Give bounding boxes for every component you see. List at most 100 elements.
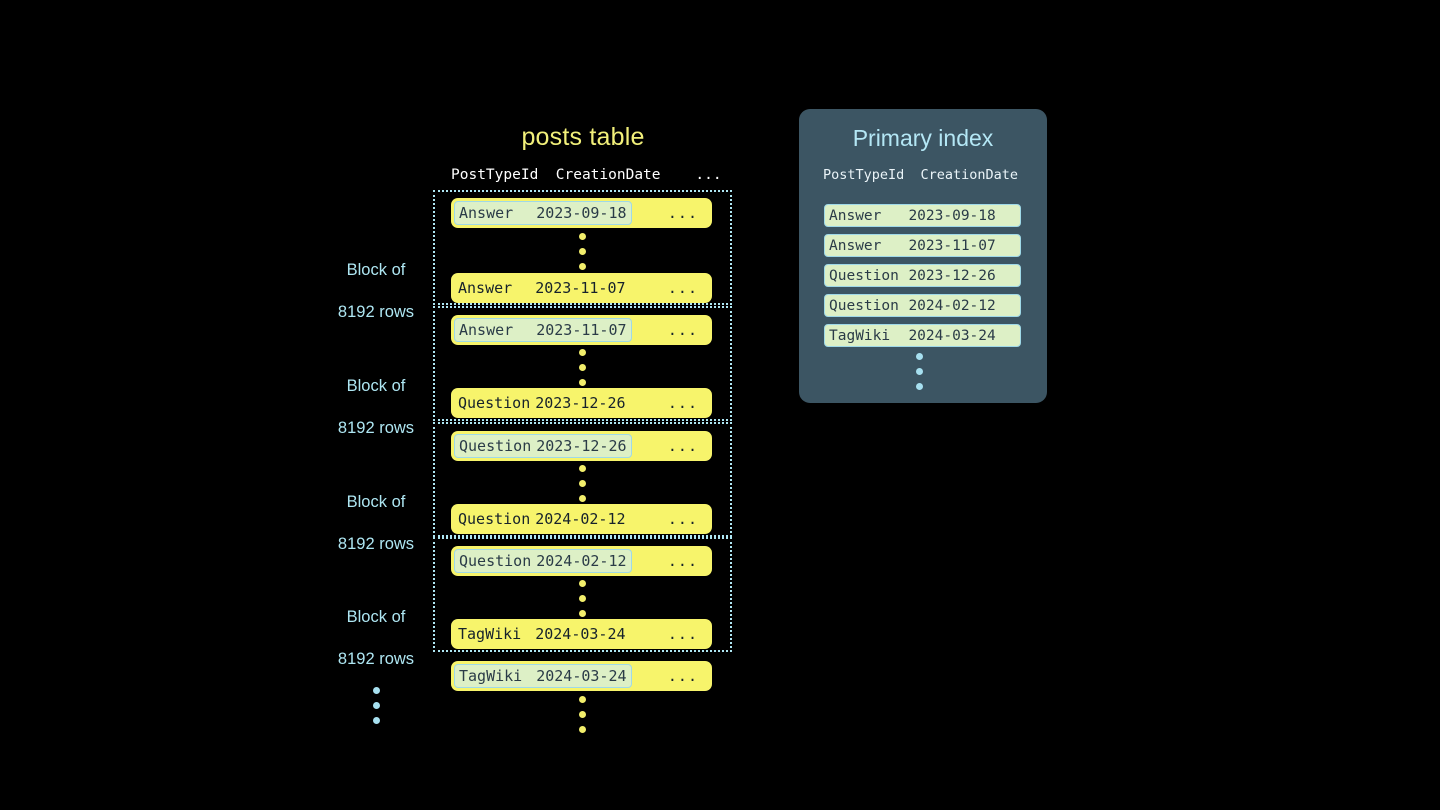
cell-ellipsis: ... [667, 321, 698, 339]
dot [578, 610, 586, 617]
dot [372, 687, 380, 694]
index-entry-row[interactable]: Answer 2023-09-18 [824, 204, 1021, 227]
row-ellipsis-dots [578, 580, 586, 617]
block-label-1: Block of 8192 rows [296, 239, 456, 344]
block-label-2-line1: Block of [346, 377, 406, 395]
table-row[interactable]: Question 2023-12-26 ... [451, 431, 712, 461]
cell-creation-date: 2023-11-07 [908, 237, 996, 254]
row-cells: Question 2023-12-26 [454, 391, 630, 415]
cell-post-type-id: TagWiki [459, 667, 523, 685]
table-row[interactable]: Answer 2023-09-18 ... [451, 198, 712, 228]
block-label-3: Block of 8192 rows [296, 471, 456, 576]
cell-post-type-id: TagWiki [829, 327, 891, 344]
primary-index-panel: Primary index PostTypeId CreationDate An… [799, 109, 1047, 403]
block-label-1-line2: 8192 rows [337, 303, 415, 321]
cell-post-type-id: Answer [459, 321, 514, 339]
block-label-3-line1: Block of [346, 493, 406, 511]
block-label-1-line1: Block of [346, 261, 406, 279]
dot [578, 364, 586, 371]
cell-creation-date: 2024-02-12 [536, 552, 627, 570]
cell-ellipsis: ... [667, 667, 698, 685]
posts-table-column-headers: PostTypeId CreationDate ... [451, 167, 722, 183]
table-continuation-dots [578, 696, 586, 733]
dot [578, 696, 586, 703]
cell-post-type-id: Question [458, 394, 531, 412]
row-highlight-box: Question 2024-02-12 [454, 549, 632, 573]
cell-post-type-id: Question [459, 552, 532, 570]
cell-creation-date: 2023-11-07 [536, 321, 627, 339]
cell-post-type-id: Answer [458, 279, 513, 297]
dot [578, 248, 586, 255]
dot [578, 379, 586, 386]
dot [578, 711, 586, 718]
row-cells: TagWiki 2024-03-24 [454, 622, 630, 646]
index-entry-row[interactable]: Question 2024-02-12 [824, 294, 1021, 317]
dot [578, 480, 586, 487]
row-ellipsis-dots [578, 349, 586, 386]
dot [578, 233, 586, 240]
block-label-2-line2: 8192 rows [337, 419, 415, 437]
block-outline-2 [433, 306, 732, 421]
dot [372, 717, 380, 724]
index-entry-row[interactable]: TagWiki 2024-03-24 [824, 324, 1021, 347]
cell-post-type-id: Question [459, 437, 532, 455]
cell-ellipsis: ... [667, 279, 698, 297]
dot [915, 353, 923, 360]
table-row[interactable]: TagWiki 2024-03-24 ... [451, 619, 712, 649]
dot [915, 383, 923, 390]
row-highlight-box: Question 2023-12-26 [454, 434, 632, 458]
dot [578, 726, 586, 733]
cell-post-type-id: Answer [459, 204, 514, 222]
cell-ellipsis: ... [667, 625, 698, 643]
block-label-4-line2: 8192 rows [337, 650, 415, 668]
cell-ellipsis: ... [667, 510, 698, 528]
table-row[interactable]: Answer 2023-11-07 ... [451, 273, 712, 303]
primary-index-title: Primary index [852, 125, 994, 151]
posts-table-title: posts table [521, 123, 645, 151]
table-row[interactable]: Question 2023-12-26 ... [451, 388, 712, 418]
cell-ellipsis: ... [667, 394, 698, 412]
cell-ellipsis: ... [667, 437, 698, 455]
dot [578, 263, 586, 270]
row-highlight-box: Answer 2023-09-18 [454, 201, 632, 225]
cell-creation-date: 2024-03-24 [536, 667, 627, 685]
index-entry-row[interactable]: Question 2023-12-26 [824, 264, 1021, 287]
cell-creation-date: 2024-03-24 [908, 327, 996, 344]
table-row[interactable]: Answer 2023-11-07 ... [451, 315, 712, 345]
cell-ellipsis: ... [667, 552, 698, 570]
row-cells: Question 2024-02-12 [454, 507, 630, 531]
blocks-continuation-dots [372, 687, 380, 724]
block-outline-4 [433, 537, 732, 652]
cell-post-type-id: Question [458, 510, 531, 528]
cell-creation-date: 2023-11-07 [535, 279, 626, 297]
cell-post-type-id: Answer [829, 237, 882, 254]
block-outline-3 [433, 422, 732, 537]
cell-post-type-id: Question [829, 267, 899, 284]
cell-creation-date: 2024-02-12 [908, 297, 996, 314]
dot [578, 465, 586, 472]
row-highlight-box: TagWiki 2024-03-24 [454, 664, 632, 688]
index-entry-row[interactable]: Answer 2023-11-07 [824, 234, 1021, 257]
cell-post-type-id: TagWiki [458, 625, 522, 643]
table-row[interactable]: TagWiki 2024-03-24 ... [451, 661, 712, 691]
cell-creation-date: 2024-02-12 [535, 510, 626, 528]
row-ellipsis-dots [578, 465, 586, 502]
block-outline-1 [433, 190, 732, 305]
cell-creation-date: 2023-12-26 [535, 394, 626, 412]
row-cells: Answer 2023-11-07 [454, 276, 630, 300]
index-continuation-dots [915, 353, 923, 390]
primary-index-column-headers: PostTypeId CreationDate [823, 167, 1019, 183]
row-ellipsis-dots [578, 233, 586, 270]
dot [915, 368, 923, 375]
table-row[interactable]: Question 2024-02-12 ... [451, 504, 712, 534]
dot [372, 702, 380, 709]
cell-creation-date: 2023-12-26 [536, 437, 627, 455]
dot [578, 580, 586, 587]
row-highlight-box: Answer 2023-11-07 [454, 318, 632, 342]
cell-ellipsis: ... [667, 204, 698, 222]
block-label-4-line1: Block of [346, 608, 406, 626]
block-label-3-line2: 8192 rows [337, 535, 415, 553]
cell-post-type-id: Question [829, 297, 899, 314]
table-row[interactable]: Question 2024-02-12 ... [451, 546, 712, 576]
cell-post-type-id: Answer [829, 207, 882, 224]
